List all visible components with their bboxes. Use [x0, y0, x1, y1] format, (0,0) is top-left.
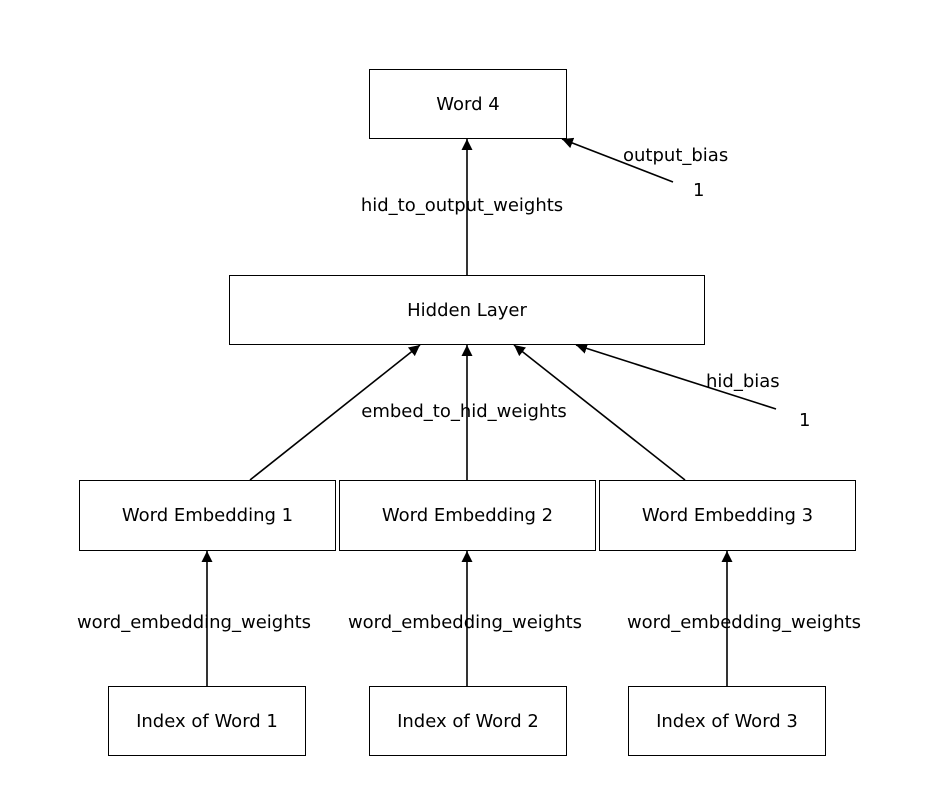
word-embedding-weights-label-1: word_embedding_weights: [76, 612, 312, 633]
word4-node: Word 4: [369, 69, 567, 139]
arrow-embedding3-to-hidden: [513, 344, 686, 481]
word-embedding-weights-label-3: word_embedding_weights: [626, 612, 862, 633]
arrow-output-bias-to-word4: [561, 137, 674, 183]
index-word-2-node: Index of Word 2: [369, 686, 567, 756]
embed-to-hid-weights-label: embed_to_hid_weights: [361, 401, 567, 422]
hid-bias-input-label: 1: [799, 410, 811, 431]
index-word-3-node: Index of Word 3: [628, 686, 826, 756]
output-bias-label: output_bias: [623, 145, 729, 166]
arrow-hid-bias-to-hidden: [575, 343, 777, 410]
word-embedding-1-node: Word Embedding 1: [79, 480, 336, 551]
output-bias-input-label: 1: [693, 180, 705, 201]
hidden-layer-node: Hidden Layer: [229, 275, 705, 345]
hid-to-output-weights-label: hid_to_output_weights: [360, 195, 564, 216]
arrow-embedding1-to-hidden: [249, 344, 421, 481]
index-word-1-node: Index of Word 1: [108, 686, 306, 756]
hid-bias-label: hid_bias: [706, 371, 780, 392]
word-embedding-weights-label-2: word_embedding_weights: [347, 612, 583, 633]
word-embedding-2-node: Word Embedding 2: [339, 480, 596, 551]
word-embedding-3-node: Word Embedding 3: [599, 480, 856, 551]
